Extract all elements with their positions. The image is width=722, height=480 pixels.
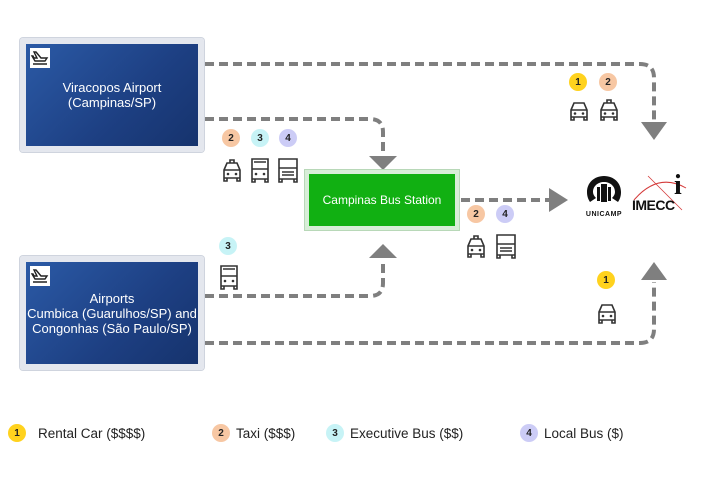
imecc-i-letter: i <box>674 170 682 201</box>
airplane-icon <box>30 266 50 286</box>
bus-station-label: Campinas Bus Station <box>322 193 442 207</box>
legend-badge: 1 <box>8 424 26 442</box>
legend-item-executive-bus: 3 Executive Bus ($$) <box>326 424 463 442</box>
imecc-logo: i IMECC <box>628 170 688 216</box>
airplane-icon <box>30 48 50 68</box>
legend-label: Local Bus ($) <box>544 425 624 441</box>
badge-executive-bus: 3 <box>219 237 237 255</box>
car-icon <box>600 99 618 121</box>
badge-rental-car: 1 <box>597 271 615 289</box>
arrow-cumbica-station <box>205 260 385 298</box>
arrowhead-imecc-left <box>549 188 568 212</box>
arrow-cumbica-imecc <box>205 282 656 345</box>
badge-taxi: 2 <box>599 73 617 91</box>
car-icon <box>223 159 241 182</box>
legend-item-taxi: 2 Taxi ($$$) <box>212 424 295 442</box>
legend-label: Taxi ($$$) <box>236 425 296 441</box>
viracopos-airport-box: Viracopos Airport (Campinas/SP) <box>20 38 204 152</box>
badge-local-bus: 4 <box>279 129 297 147</box>
unicamp-wordmark: UNICAMP <box>585 211 623 218</box>
legend-badge: 3 <box>326 424 344 442</box>
bus-icon <box>251 158 269 183</box>
bus-icon <box>220 265 238 290</box>
car-icon <box>467 235 485 258</box>
badge-taxi: 2 <box>222 129 240 147</box>
legend-badge: 2 <box>212 424 230 442</box>
arrowhead-station-bottom <box>369 244 397 258</box>
arrowhead-imecc-bottom <box>641 262 667 280</box>
badge-local-bus: 4 <box>496 205 514 223</box>
imecc-wordmark: IMECC <box>632 197 675 213</box>
cumbica-label: Airports Cumbica (Guarulhos/SP) and Cong… <box>27 290 197 336</box>
legend-badge: 4 <box>520 424 538 442</box>
car-icon <box>598 304 616 324</box>
cumbica-airport-box: Airports Cumbica (Guarulhos/SP) and Cong… <box>20 256 204 370</box>
viracopos-label: Viracopos Airport (Campinas/SP) <box>62 80 162 110</box>
legend-item-local-bus: 4 Local Bus ($) <box>520 424 624 442</box>
car-icon <box>570 102 588 121</box>
arrowhead-station-top <box>369 156 397 170</box>
badge-taxi: 2 <box>467 205 485 223</box>
legend-label: Executive Bus ($$) <box>350 425 464 441</box>
bus-icon <box>496 234 516 259</box>
arrowhead-imecc-top <box>641 122 667 140</box>
unicamp-logo: UNICAMP <box>582 172 626 218</box>
badge-rental-car: 1 <box>569 73 587 91</box>
bus-icon <box>278 158 298 183</box>
arrow-viracopos-station <box>205 117 385 156</box>
legend-item-rental-car: 1 Rental Car ($$$$) <box>8 424 145 442</box>
legend-label: Rental Car ($$$$) <box>38 425 146 441</box>
bus-station-box: Campinas Bus Station <box>305 170 459 230</box>
badge-executive-bus: 3 <box>251 129 269 147</box>
arrow-viracopos-imecc <box>205 62 656 120</box>
